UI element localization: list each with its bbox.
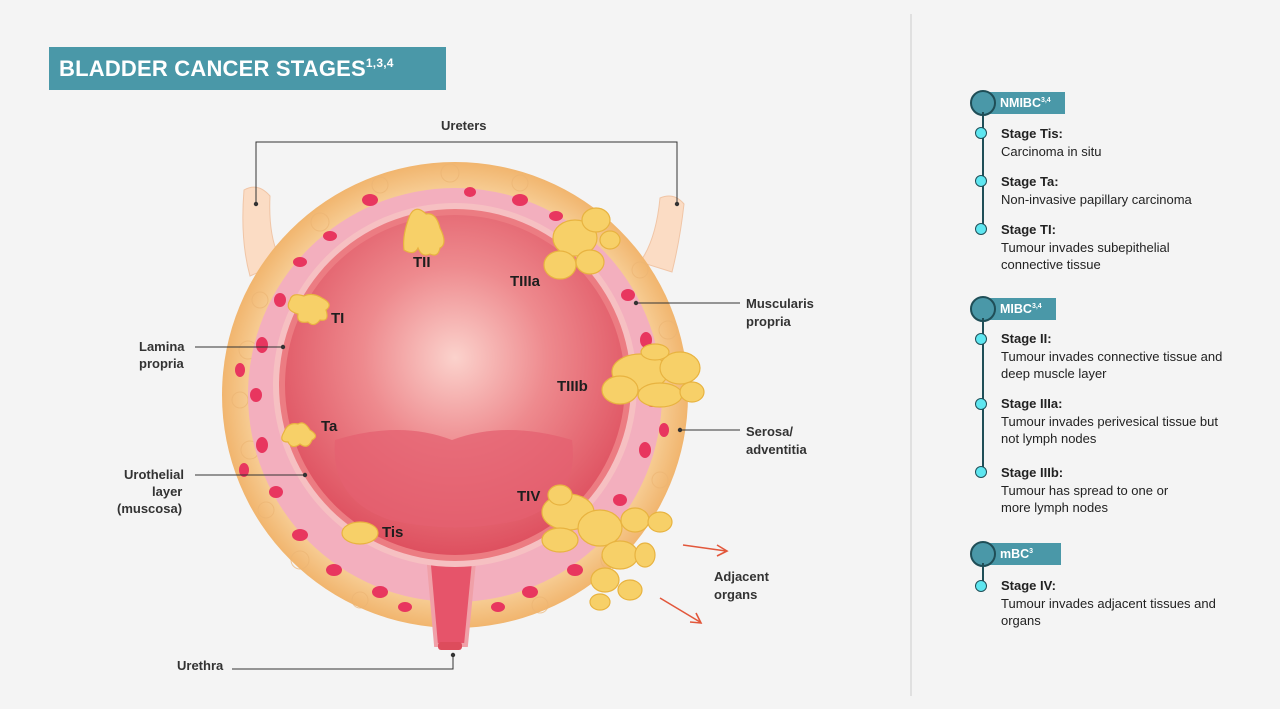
stage-item: Stage Ta: Non-invasive papillary carcinom…: [1001, 173, 1271, 208]
stage-desc: Tumour invades connective tissue and dee…: [1001, 348, 1223, 382]
stage-desc: Non-invasive papillary carcinoma: [1001, 191, 1192, 207]
label-urethra: Urethra: [177, 658, 224, 673]
label-lamina-2: propria: [139, 356, 184, 371]
stage-name: Stage II:: [1001, 331, 1052, 346]
tumour-tiv: [541, 484, 673, 611]
tumour-tiiia: [543, 207, 621, 280]
leader-dots: [253, 201, 683, 658]
stage-name: Stage IIIb:: [1001, 465, 1064, 480]
stage-item: Stage IIIb: Tumour has spread to one or m…: [1001, 464, 1191, 517]
panel-divider: [910, 14, 912, 696]
stage-label-tiv: TIV: [517, 488, 541, 505]
bullet-icon: [975, 175, 987, 187]
arrows: [659, 544, 729, 624]
stage-name: Stage IIIa:: [1001, 396, 1063, 411]
group-mibc-line: [982, 318, 984, 470]
bullet-icon: [975, 127, 987, 139]
label-urothelial-2: layer: [152, 484, 183, 499]
group-nmibc-line: [982, 112, 984, 230]
bullet-icon: [975, 398, 987, 410]
tumour-ti: [287, 293, 330, 326]
right-ureter: [639, 195, 685, 273]
stage-label-tiiia: TIIIa: [510, 273, 541, 290]
bullet-icon: [975, 580, 987, 592]
stage-item: Stage Tis: Carcinoma in situ: [1001, 125, 1271, 160]
group-mibc-sup: 3,4: [1031, 303, 1042, 310]
title-text: BLADDER CANCER STAGES: [59, 56, 366, 81]
tumour-tii: [403, 208, 445, 256]
stage-item: Stage II: Tumour invades connective tissu…: [1001, 330, 1231, 383]
ureters-bracket: [255, 141, 678, 204]
stage-desc: Carcinoma in situ: [1001, 143, 1102, 159]
page-title: BLADDER CANCER STAGES1,3,4: [49, 47, 446, 90]
group-nmibc-name: NMIBC: [1000, 96, 1041, 110]
bullet-icon: [975, 466, 987, 478]
label-lamina-1: Lamina: [139, 339, 185, 354]
bullet-icon: [975, 333, 987, 345]
stage-name: Stage Tis:: [1001, 126, 1063, 141]
group-mbc-name: mBC: [1000, 547, 1030, 561]
tumour-ta: [281, 422, 317, 448]
stage-desc: Tumour has spread to one or more lymph n…: [1001, 482, 1169, 516]
label-ureters: Ureters: [441, 118, 487, 133]
stage-label-tiiib: TIIIb: [557, 378, 588, 395]
stage-desc: Tumour invades subepithelial connective …: [1001, 239, 1170, 273]
group-mbc-sup: 3: [1029, 548, 1034, 555]
stage-label-tii: TII: [413, 254, 431, 271]
label-serosa-2: adventitia: [746, 442, 807, 457]
tumours: [281, 207, 705, 611]
stage-desc: Tumour invades adjacent tissues and orga…: [1001, 595, 1216, 629]
group-mbc-line: [982, 563, 984, 587]
stage-name: Stage Ta:: [1001, 174, 1059, 189]
group-mibc-circle-icon: [970, 296, 996, 322]
label-muscularis-2: propria: [746, 314, 791, 329]
group-mibc-bar: MIBC3,4: [984, 298, 1056, 320]
stage-name: Stage IV:: [1001, 578, 1056, 593]
label-adjacent-1: Adjacent: [714, 569, 769, 584]
label-urothelial-3: (muscosa): [117, 501, 183, 516]
stage-label-tis: Tis: [382, 524, 404, 541]
stage-item: Stage IIIa: Tumour invades perivesical ti…: [1001, 395, 1231, 448]
group-nmibc-bar: NMIBC3,4: [984, 92, 1065, 114]
trigone: [334, 430, 573, 528]
group-mibc-name: MIBC: [1000, 302, 1032, 316]
urethra-opening: [438, 642, 462, 650]
stage-label-ti: TI: [331, 310, 345, 327]
leader-lines: [195, 141, 740, 670]
tumour-tiiib: [601, 343, 705, 408]
stage-item: Stage IV: Tumour invades adjacent tissues…: [1001, 577, 1231, 630]
stage-desc: Tumour invades perivesical tissue but no…: [1001, 413, 1219, 447]
stage-name: Stage TI:: [1001, 222, 1056, 237]
stage-label-ta: Ta: [321, 418, 338, 435]
stage-item: Stage TI: Tumour invades subepithelial co…: [1001, 221, 1211, 274]
bullet-icon: [975, 223, 987, 235]
label-adjacent-2: organs: [714, 587, 758, 602]
tumour-tis: [341, 521, 379, 545]
group-mbc-bar: mBC3: [984, 543, 1062, 565]
label-muscularis-1: Muscularis: [746, 296, 814, 311]
title-superscript: 1,3,4: [365, 56, 394, 70]
group-nmibc-sup: 3,4: [1040, 97, 1051, 104]
label-serosa-1: Serosa/: [746, 424, 793, 439]
label-urothelial-1: Urothelial: [124, 467, 184, 482]
bladder-diagram: [195, 141, 740, 670]
